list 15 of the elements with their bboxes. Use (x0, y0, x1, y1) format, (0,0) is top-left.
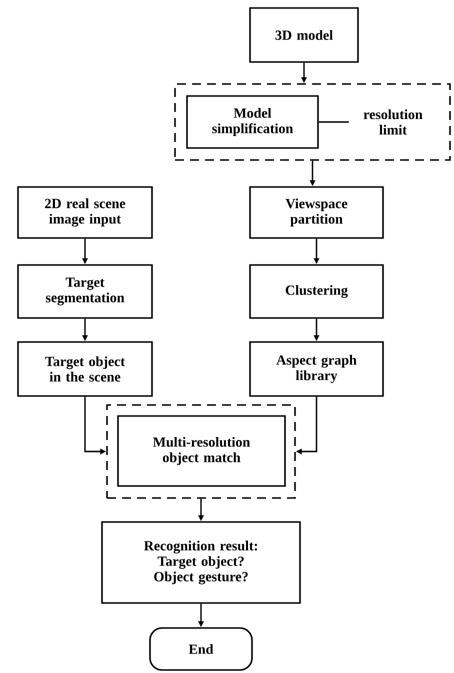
process-box: Clustering (249, 264, 384, 319)
process-box: Target object in the scene (17, 341, 153, 397)
process-box: 3D model (249, 7, 359, 63)
process-box: 2D real scene image input (17, 186, 153, 239)
process-box: Viewspace partition (249, 186, 384, 239)
process-box: Target segmentation (17, 264, 153, 319)
dashed-group-box (174, 83, 451, 161)
terminal-box: End (149, 627, 253, 671)
dashed-group-box (106, 404, 296, 499)
process-box: Multi-resolution object match (117, 415, 286, 487)
process-box: Aspect graph library (249, 341, 384, 397)
process-box: Recognition result: Target object? Object gesture? (101, 521, 301, 604)
process-box: Model simplification (186, 95, 319, 149)
connector-line (318, 121, 349, 123)
note-text: resolution limit (364, 109, 422, 135)
